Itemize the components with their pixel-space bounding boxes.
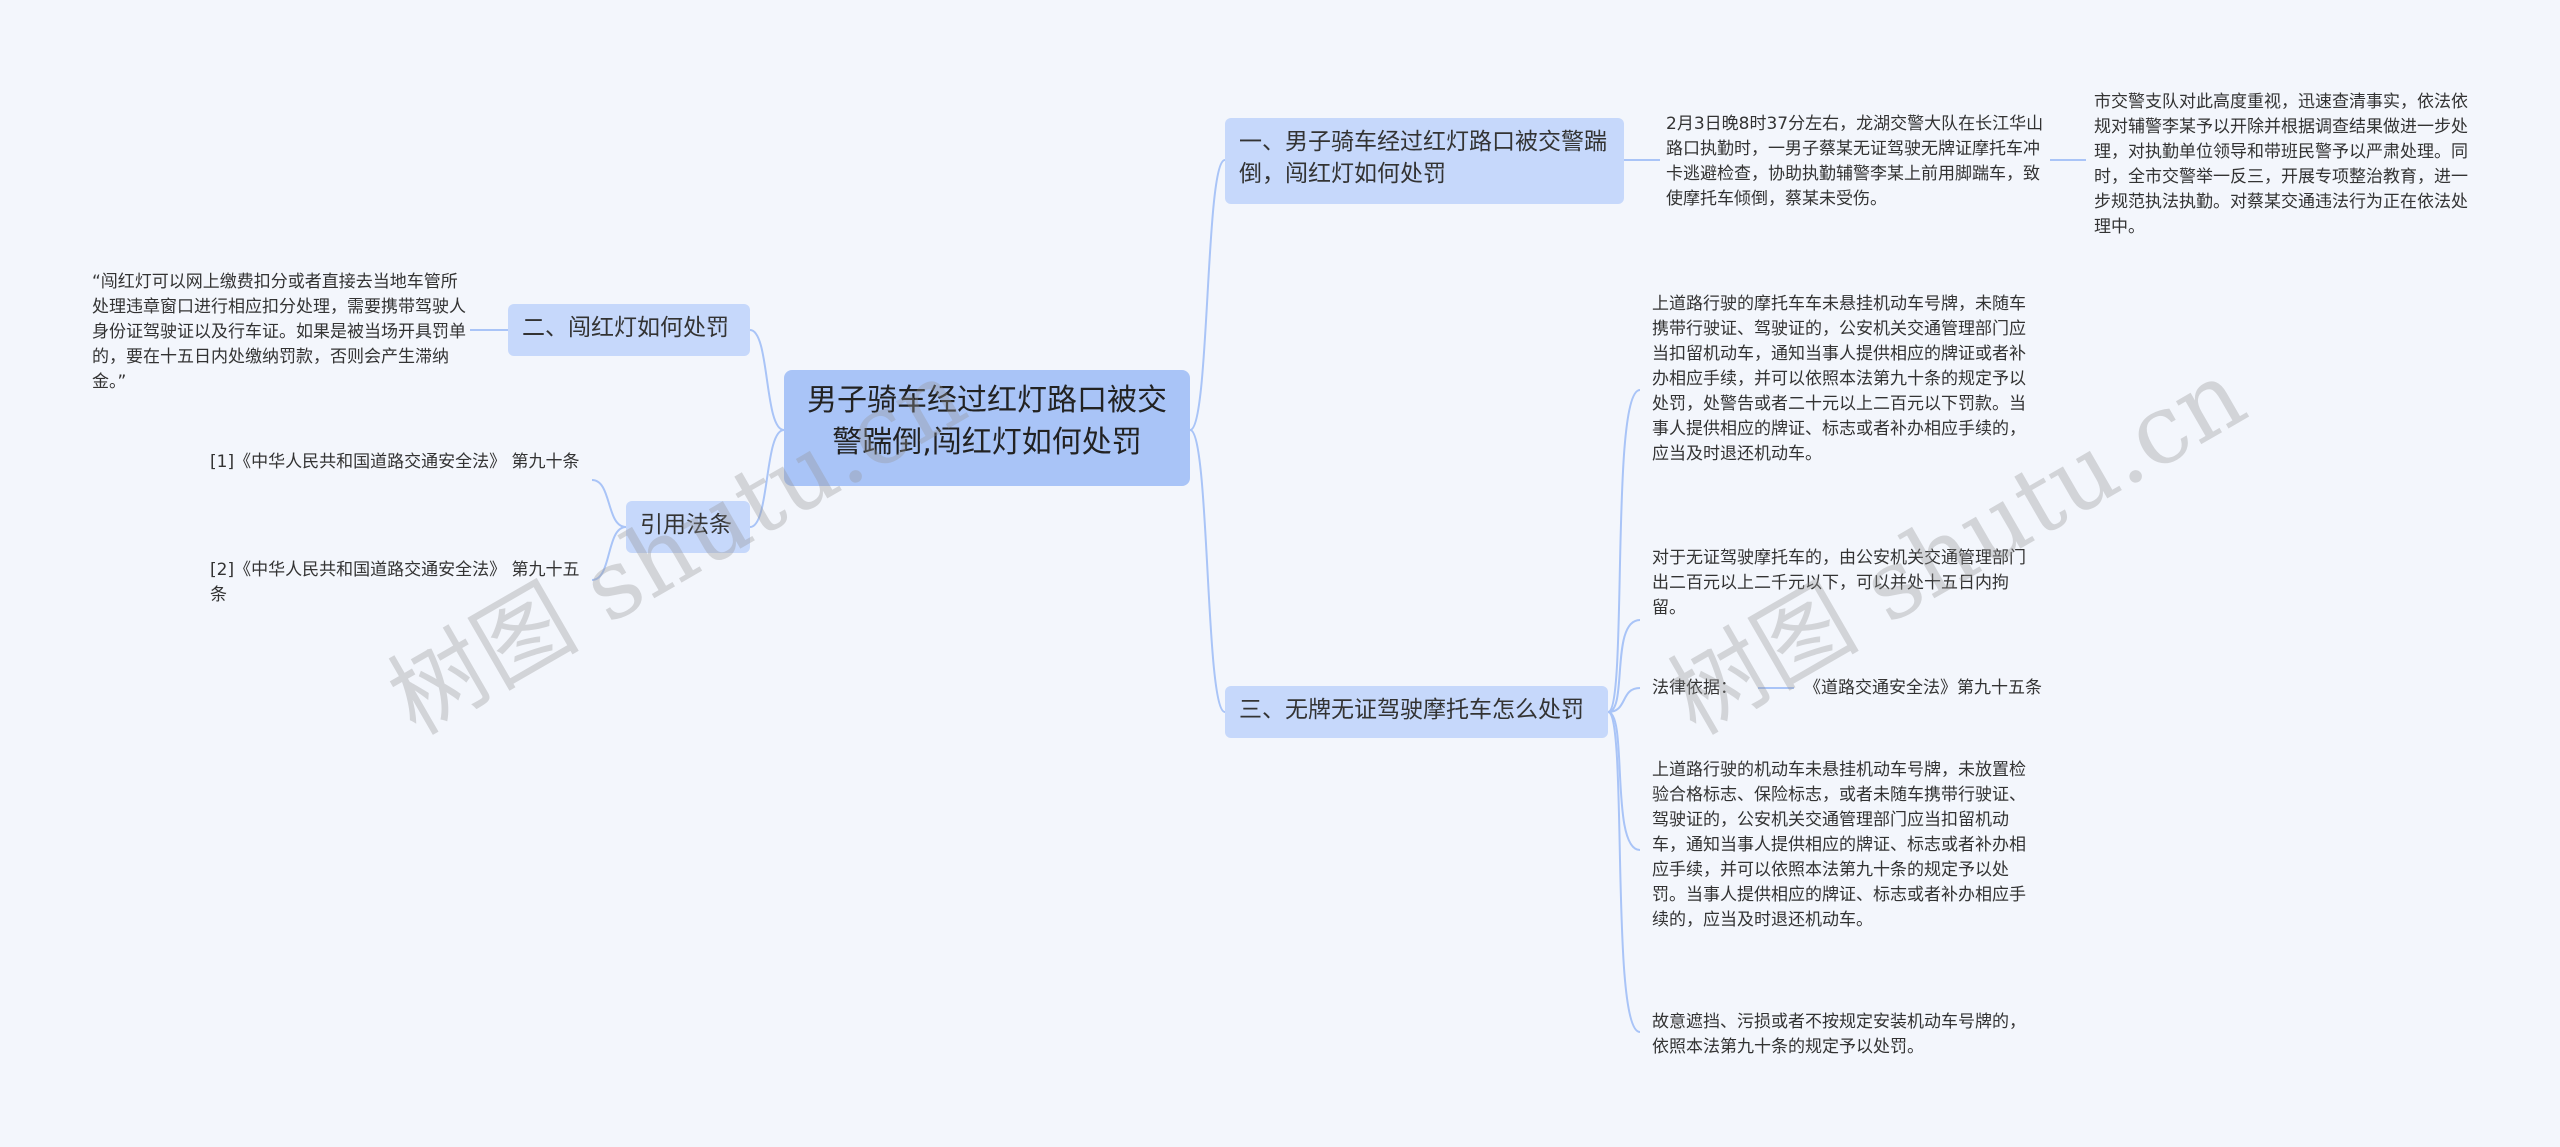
leaf-b3-1: 上道路行驶的摩托车车未悬挂机动车号牌，未随车携带行驶证、驾驶证的，公安机关交通管… — [1648, 290, 2034, 469]
link-root-b4 — [749, 429, 785, 528]
leaf-b4-2: [2]《中华人民共和国道路交通安全法》 第九十五条 — [206, 556, 592, 610]
link-b3-l5 — [1607, 711, 1641, 1033]
leaf-b3-3: 法律依据： — [1648, 674, 1758, 703]
leaf-b3-3a: 《道路交通安全法》第九十五条 — [1800, 674, 2080, 703]
leaf-b3-4: 上道路行驶的机动车未悬挂机动车号牌，未放置检验合格标志、保险标志，或者未随车携带… — [1648, 756, 2034, 935]
link-root-b3 — [1189, 429, 1226, 713]
link-root-b2 — [749, 329, 785, 431]
leaf-b3-3a-text: 《道路交通安全法》第九十五条 — [1804, 678, 2042, 698]
root-node[interactable]: 男子骑车经过红灯路口被交警踹倒,闯红灯如何处罚 — [784, 370, 1190, 486]
leaf-b1-1-text: 2月3日晚8时37分左右，龙湖交警大队在长江华山路口执勤时，一男子蔡某无证驾驶无… — [1666, 114, 2044, 209]
leaf-b4-1-text: [1]《中华人民共和国道路交通安全法》 第九十条 — [210, 452, 580, 472]
branch-2-label: 二、闯红灯如何处罚 — [522, 315, 729, 341]
leaf-b1-1: 2月3日晚8时37分左右，龙湖交警大队在长江华山路口执勤时，一男子蔡某无证驾驶无… — [1662, 110, 2050, 214]
link-root-b1 — [1189, 159, 1226, 431]
branch-1-label: 一、男子骑车经过红灯路口被交警踹倒，闯红灯如何处罚 — [1239, 129, 1607, 187]
leaf-b3-1-text: 上道路行驶的摩托车车未悬挂机动车号牌，未随车携带行驶证、驾驶证的，公安机关交通管… — [1652, 294, 2026, 464]
branch-node-2[interactable]: 二、闯红灯如何处罚 — [508, 304, 750, 356]
link-b3-l3 — [1607, 687, 1641, 713]
link-b4-l2 — [591, 526, 627, 581]
leaf-b1-2-text: 市交警支队对此高度重视，迅速查清事实，依法依规对辅警李某予以开除并根据调查结果做… — [2094, 92, 2468, 237]
leaf-b2-1-text: “闯红灯可以网上缴费扣分或者直接去当地车管所处理违章窗口进行相应扣分处理，需要携… — [92, 272, 466, 392]
link-b4-l1 — [591, 479, 627, 528]
link-b3-l1 — [1607, 389, 1641, 713]
leaf-b3-5: 故意遮挡、污损或者不按规定安装机动车号牌的，依照本法第九十条的规定予以处罚。 — [1648, 1008, 2034, 1062]
branch-3-label: 三、无牌无证驾驶摩托车怎么处罚 — [1239, 697, 1584, 723]
leaf-b1-2: 市交警支队对此高度重视，迅速查清事实，依法依规对辅警李某予以开除并根据调查结果做… — [2090, 88, 2476, 242]
branch-4-label: 引用法条 — [640, 512, 732, 538]
leaf-b3-3-text: 法律依据： — [1652, 678, 1737, 698]
leaf-b4-1: [1]《中华人民共和国道路交通安全法》 第九十条 — [206, 448, 592, 477]
link-b3-l2 — [1607, 619, 1641, 713]
branch-node-1[interactable]: 一、男子骑车经过红灯路口被交警踹倒，闯红灯如何处罚 — [1225, 118, 1624, 204]
leaf-b2-1: “闯红灯可以网上缴费扣分或者直接去当地车管所处理违章窗口进行相应扣分处理，需要携… — [88, 268, 470, 397]
leaf-b4-2-text: [2]《中华人民共和国道路交通安全法》 第九十五条 — [210, 560, 580, 605]
leaf-b3-2: 对于无证驾驶摩托车的，由公安机关交通管理部门出二百元以上二千元以下，可以并处十五… — [1648, 544, 2034, 623]
root-title: 男子骑车经过红灯路口被交警踹倒,闯红灯如何处罚 — [807, 383, 1167, 460]
branch-node-4[interactable]: 引用法条 — [626, 501, 750, 553]
leaf-b3-5-text: 故意遮挡、污损或者不按规定安装机动车号牌的，依照本法第九十条的规定予以处罚。 — [1652, 1012, 2026, 1057]
branch-node-3[interactable]: 三、无牌无证驾驶摩托车怎么处罚 — [1225, 686, 1608, 738]
leaf-b3-2-text: 对于无证驾驶摩托车的，由公安机关交通管理部门出二百元以上二千元以下，可以并处十五… — [1652, 548, 2026, 618]
leaf-b3-4-text: 上道路行驶的机动车未悬挂机动车号牌，未放置检验合格标志、保险标志，或者未随车携带… — [1652, 760, 2026, 930]
link-b3-l4 — [1607, 711, 1641, 851]
